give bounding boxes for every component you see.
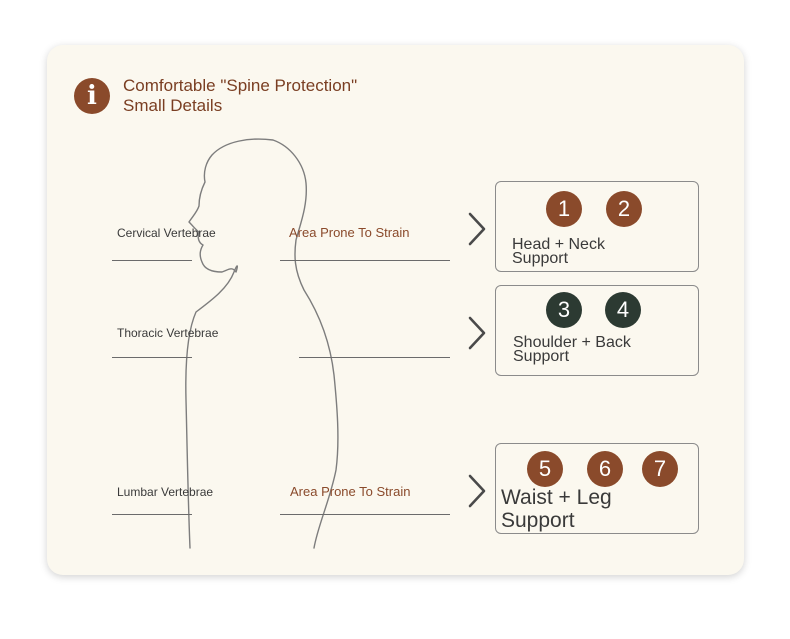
- divider-line: [112, 357, 192, 358]
- strain-label-lumbar: Area Prone To Strain: [290, 484, 411, 499]
- number-badge: 6: [587, 451, 623, 487]
- vertebrae-label-thoracic: Thoracic Vertebrae: [117, 326, 219, 340]
- divider-line: [112, 514, 192, 515]
- support-box-head-neck: [495, 181, 699, 272]
- divider-line: [299, 357, 450, 358]
- support-box-shoulder-back: [495, 285, 699, 376]
- vertebrae-label-cervical: Cervical Vertebrae: [117, 226, 216, 240]
- title-line-2: Small Details: [123, 96, 223, 115]
- support-text-line-2: Support: [513, 348, 570, 365]
- number-badge: 7: [642, 451, 678, 487]
- support-text-line-1: Waist + Leg: [501, 486, 612, 509]
- number-badge: 1: [546, 191, 582, 227]
- title-line-1: Comfortable "Spine Protection": [123, 76, 358, 95]
- divider-line: [280, 514, 450, 515]
- page-title: Comfortable "Spine Protection" Small Det…: [123, 76, 357, 116]
- chevron-right-icon: [468, 316, 486, 350]
- divider-line: [112, 260, 192, 261]
- support-text-line-2: Support: [512, 250, 569, 267]
- support-text-line-2: Support: [501, 509, 575, 532]
- number-badge: 5: [527, 451, 563, 487]
- chevron-right-icon: [468, 212, 486, 246]
- support-text-line-1: Head + Neck: [512, 236, 605, 253]
- strain-label-cervical: Area Prone To Strain: [289, 225, 410, 240]
- number-badge: 2: [606, 191, 642, 227]
- support-text-line-1: Shoulder + Back: [513, 334, 631, 351]
- divider-line: [280, 260, 450, 261]
- number-badge: 3: [546, 292, 582, 328]
- chevron-right-icon: [468, 474, 486, 508]
- vertebrae-label-lumbar: Lumbar Vertebrae: [117, 485, 214, 499]
- number-badge: 4: [605, 292, 641, 328]
- info-icon: i: [74, 78, 110, 114]
